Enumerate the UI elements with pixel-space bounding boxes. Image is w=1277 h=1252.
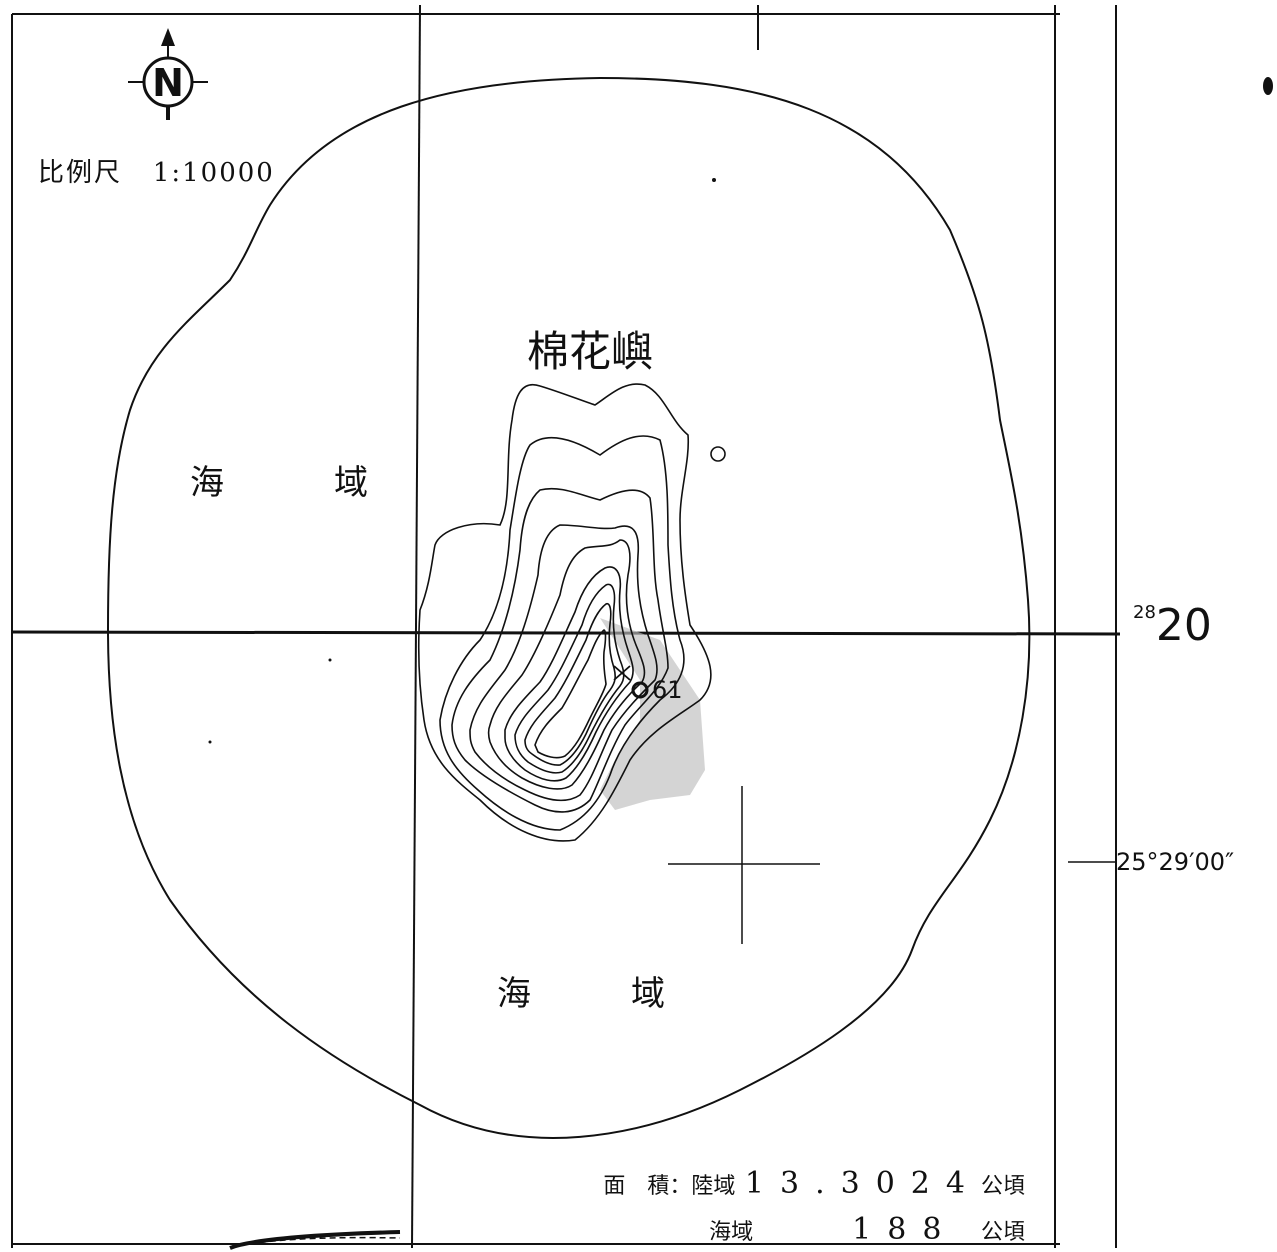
scale-label: 比例尺 1:10000	[38, 152, 275, 189]
sea-char: 域	[334, 463, 368, 503]
sea-label-south: 海域	[497, 966, 665, 1015]
sea-boundary	[106, 76, 1031, 1139]
area-sea-row: 海域 188 公頃	[709, 1212, 1025, 1247]
summit-elevation: 61	[652, 676, 683, 704]
grid-easting-prefix: 28	[1133, 602, 1156, 623]
speck	[208, 740, 212, 744]
land-value: 13.3024	[744, 1166, 981, 1201]
land-label: 陸域	[691, 1174, 736, 1199]
sea-label-west: 海域	[190, 455, 368, 504]
contour-lines	[418, 383, 712, 842]
sea-area-value: 188	[852, 1212, 958, 1247]
summit-marker	[631, 681, 649, 699]
area-land-row: 面 積：陸域 13.3024公頃	[603, 1166, 1025, 1201]
cross-marker	[668, 786, 820, 944]
sea-char: 域	[631, 974, 665, 1014]
scale-value: 1:10000	[152, 158, 275, 188]
shore-fragment	[229, 1230, 401, 1250]
north-arrow-icon: N	[128, 28, 208, 120]
shore-fragment-dashed	[249, 1236, 401, 1245]
island-name: 棉花嶼	[527, 327, 654, 376]
area-unit: 公頃	[980, 1220, 1025, 1245]
sea-char: 海	[497, 974, 531, 1014]
speck	[328, 658, 332, 662]
sea-area-label: 海域	[709, 1220, 754, 1245]
grid-easting-value: 20	[1155, 600, 1212, 651]
sea-char: 海	[190, 463, 224, 503]
north-letter: N	[152, 61, 184, 105]
speck	[712, 178, 716, 182]
speck	[1263, 77, 1273, 95]
land-shading	[600, 618, 705, 810]
rock-marker	[710, 446, 726, 462]
area-unit: 公頃	[980, 1174, 1025, 1199]
scale-title: 比例尺	[38, 158, 123, 188]
grid-line-vertical	[411, 4, 421, 1249]
area-title: 面 積：	[603, 1174, 692, 1199]
triangulation-x-icon	[613, 665, 631, 681]
grid-easting-label: 2820	[1133, 600, 1212, 651]
latitude-label: 25°29′00″	[1116, 848, 1235, 876]
